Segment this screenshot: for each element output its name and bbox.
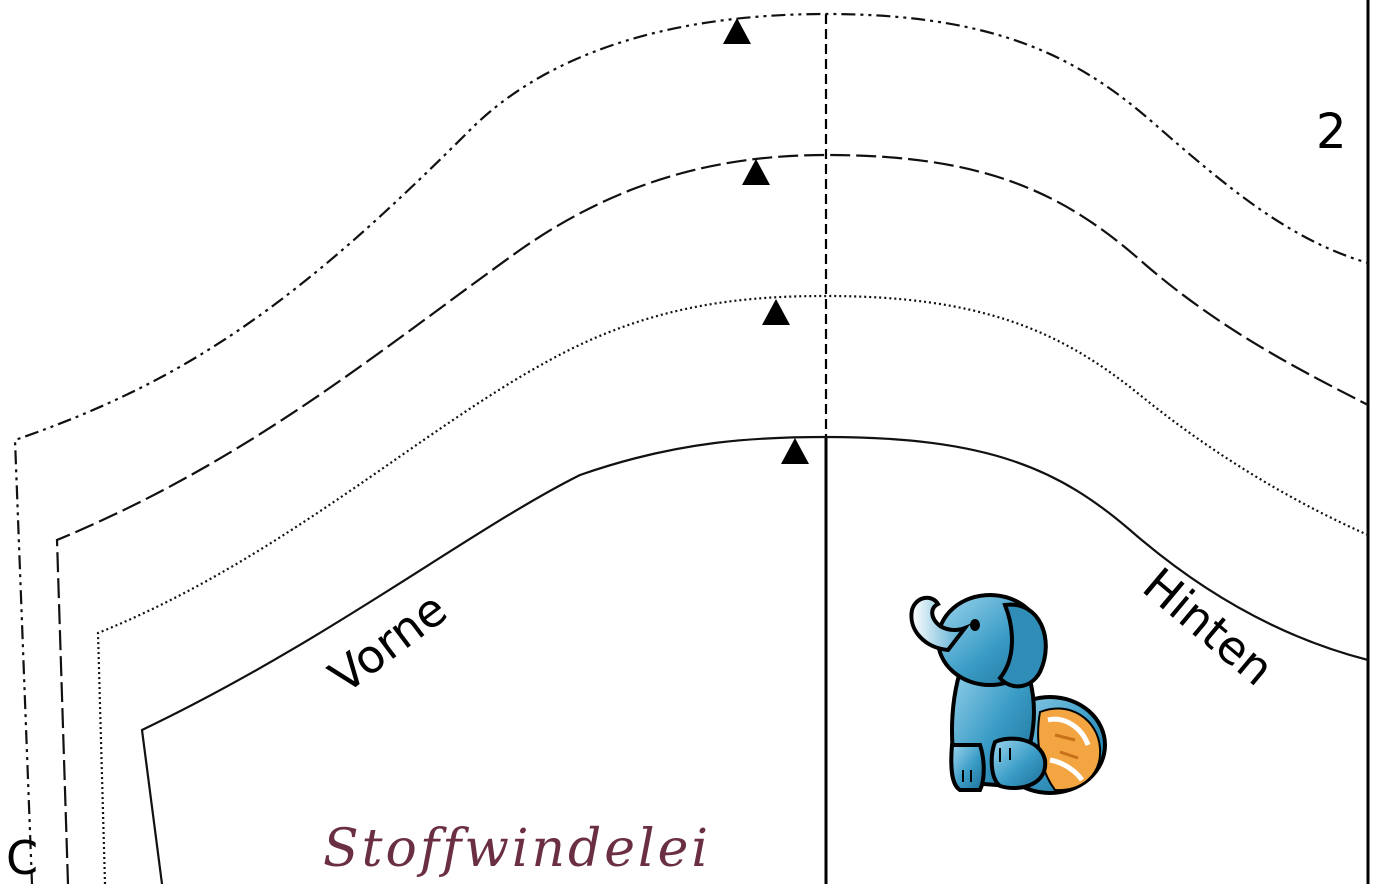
- label-back: Hinten: [1133, 557, 1284, 696]
- triangle-notch-icon: [723, 18, 751, 44]
- size-line-4: [140, 435, 1369, 884]
- triangle-notch-icon: [781, 438, 809, 464]
- elephant-icon: [909, 593, 1107, 795]
- label-front: Vorne: [319, 581, 457, 703]
- size-line-2: [55, 153, 1369, 884]
- triangle-notch-icon: [762, 299, 790, 325]
- triangle-notch-icon: [742, 159, 770, 185]
- corner-letter: C: [6, 831, 38, 884]
- size-line-1: [13, 12, 1369, 884]
- brand-name: Stoffwindelei: [323, 819, 711, 879]
- page-number: 2: [1316, 104, 1347, 160]
- size-line-3: [96, 294, 1369, 884]
